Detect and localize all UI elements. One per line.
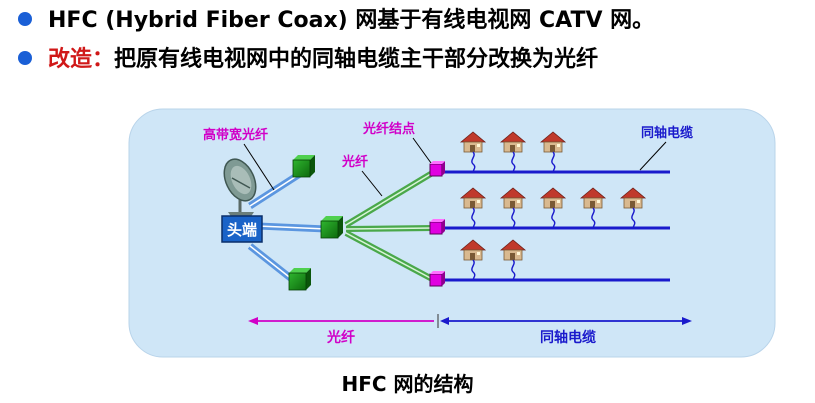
fiber-pointer [361,170,383,197]
headend-box: 头端 [221,215,263,243]
fiber-label: 光纤 [341,154,368,170]
bullet-dot [18,12,32,26]
coax-label: 同轴电缆 [641,125,693,141]
bottom-fiber-label: 光纤 [326,329,355,346]
house-icon [539,187,567,229]
fiber-nodes [429,161,445,287]
house-icon [459,187,487,229]
satellite-dish-icon [223,158,257,218]
fiber-links [344,169,436,283]
headend-label: 头端 [227,221,257,239]
green-node [292,155,315,178]
broadband-fiber-label: 高带宽光纤 [203,127,268,143]
fiber-node-pointer [412,137,432,164]
bullet-hfc-definition: HFC (Hybrid Fiber Coax) 网基于有线电视网 CATV 网。 [18,8,654,34]
house-icon [619,187,647,229]
hfc-diagram: 头端 高带宽光纤 光纤结点 光纤 同轴电缆 光纤 同轴电缆 [128,108,776,358]
house-icon [579,187,607,229]
diagram-caption: HFC 网的结构 [341,372,474,396]
broadband-fiber-pointer [243,143,275,191]
houses [459,131,647,281]
house-icon [459,131,487,173]
green-node [320,216,343,239]
bullet-dot [18,51,32,65]
house-icon [459,239,487,281]
house-icon [539,131,567,173]
coax-pointer [639,141,667,171]
house-icon [499,239,527,281]
fiber-hub-nodes [288,155,343,291]
green-node [288,268,311,291]
bullet-upgrade: 改造：把原有线电视网中的同轴电缆主干部分改换为光纤 [18,47,598,73]
bullet-text: 把原有线电视网中的同轴电缆主干部分改换为光纤 [114,47,599,72]
house-icon [499,187,527,229]
span-arrows [248,314,692,328]
bottom-coax-label: 同轴电缆 [540,329,596,346]
bullet-text: HFC (Hybrid Fiber Coax) 网基于有线电视网 CATV 网。 [48,8,655,33]
bullet-highlight: 改造： [48,47,115,72]
fiber-node-label: 光纤结点 [362,121,415,137]
house-icon [499,131,527,173]
